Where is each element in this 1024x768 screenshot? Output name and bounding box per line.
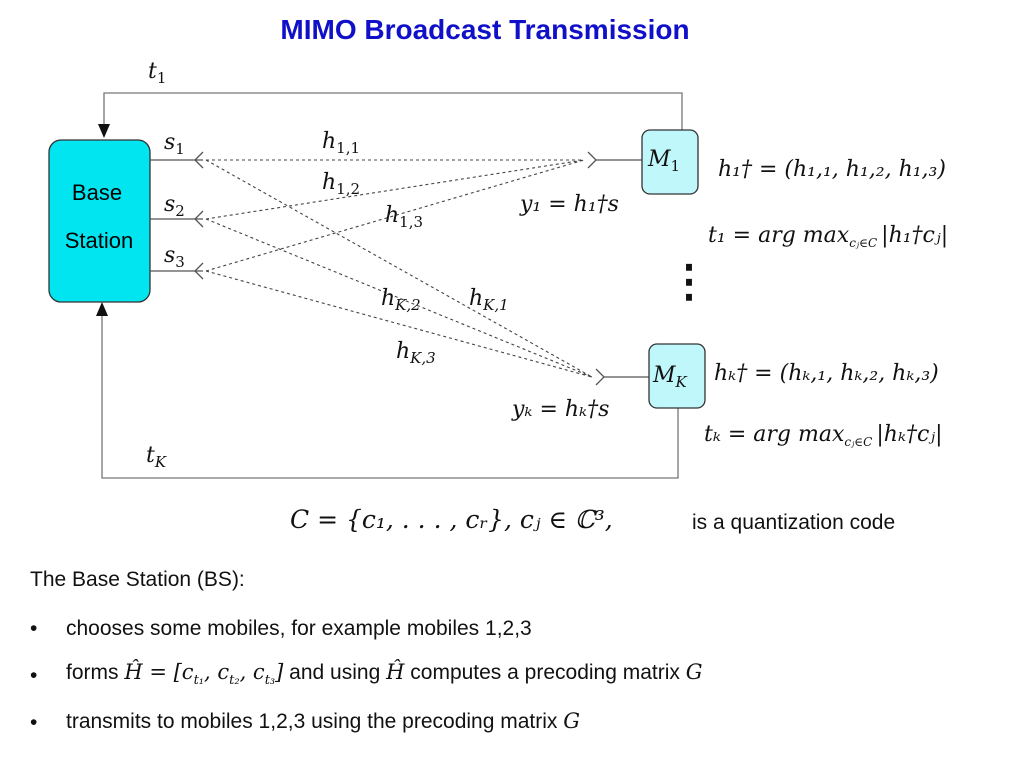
feedback-arrow-bottom-icon: [96, 302, 108, 316]
bullet-3-body: transmits to mobiles 1,2,3 using the pre…: [66, 710, 558, 733]
received-y1: y₁ = h₁†s: [519, 192, 619, 217]
channel-label-hk1: hK,1: [469, 286, 509, 314]
antenna-2-icon: [194, 210, 204, 228]
base-station-label-line2: Station: [65, 228, 134, 253]
antenna-3-icon: [194, 262, 204, 280]
antenna-1-label: s1: [164, 130, 185, 158]
feedback-label-tk: tK: [146, 443, 167, 471]
channel-label-h12: h1,2: [322, 170, 360, 198]
codebook-text: is a quantization code: [692, 511, 896, 534]
equation-tk: tₖ = arg maxcⱼ∈C|hₖ†cⱼ|: [704, 422, 943, 449]
equation-h1: h₁† = (h₁,₁, h₁,₂, h₁,₃): [718, 157, 946, 182]
channel-label-h11: h1,1: [322, 129, 360, 157]
vertical-dots: ⋮: [667, 256, 711, 307]
mobile-k-antenna-icon: [595, 368, 605, 386]
equation-hk: hₖ† = (hₖ,₁, hₖ,₂, hₖ,₃): [714, 361, 939, 386]
base-station-label-line1: Base: [72, 180, 122, 205]
mobile-1-label: M1: [647, 147, 680, 175]
bullet-icon: •: [30, 664, 38, 687]
bullet-3-text: transmits to mobiles 1,2,3 using the pre…: [66, 709, 580, 734]
slide-title: MIMO Broadcast Transmission: [280, 14, 690, 45]
antenna-1-icon: [194, 151, 204, 169]
channel-line: [205, 159, 593, 378]
bullet-2-text: forms Ĥ = [ct₁, ct₂, ct₃] and using Ĥ co…: [66, 660, 703, 688]
bullet-2-math1: Ĥ = [ct₁, ct₂, ct₃]: [124, 660, 284, 689]
feedback-line-bottom: [101, 312, 679, 479]
bullet-2-pre: forms: [66, 661, 119, 684]
received-yk: yₖ = hₖ†s: [511, 397, 609, 422]
channel-line: [205, 270, 593, 378]
channel-label-hk2: hK,2: [381, 286, 421, 314]
antenna-2-label: s2: [164, 192, 185, 220]
bullet-icon: •: [30, 617, 38, 640]
channel-label-h13: h1,3: [385, 203, 423, 231]
feedback-arrow-top-icon: [98, 124, 110, 138]
bullet-1-text: chooses some mobiles, for example mobile…: [66, 617, 532, 640]
channel-line: [205, 159, 585, 220]
bs-heading: The Base Station (BS):: [30, 568, 245, 591]
mobile-k-box: [648, 343, 706, 409]
feedback-line-top: [103, 92, 683, 132]
equation-t1: t₁ = arg maxcⱼ∈C|h₁†cⱼ|: [708, 223, 948, 250]
bullet-2-math2: Ĥ: [386, 660, 405, 684]
channel-label-hk3: hK,3: [396, 339, 436, 367]
bullet-2-g: G: [685, 660, 703, 684]
antenna-3-label: s3: [164, 243, 185, 271]
bullet-2-post: computes a precoding matrix: [410, 661, 680, 684]
feedback-label-t1: t1: [148, 59, 166, 87]
base-station-box: [48, 139, 151, 303]
codebook-math: C = {c₁, . . . , cᵣ}, cⱼ ∈ ℂ³,: [290, 505, 613, 534]
mobile-1-box: [641, 129, 699, 195]
mobile-k-label: MK: [652, 363, 688, 391]
bullet-3-g: G: [563, 709, 581, 733]
bullet-icon: •: [30, 711, 38, 734]
mobile-1-antenna-icon: [587, 151, 597, 169]
mimo-diagram: Base Station s1 s2 s3 M1 MK h1,1 h1,2 h1…: [48, 59, 948, 479]
bullet-2-mid: and using: [289, 661, 381, 684]
